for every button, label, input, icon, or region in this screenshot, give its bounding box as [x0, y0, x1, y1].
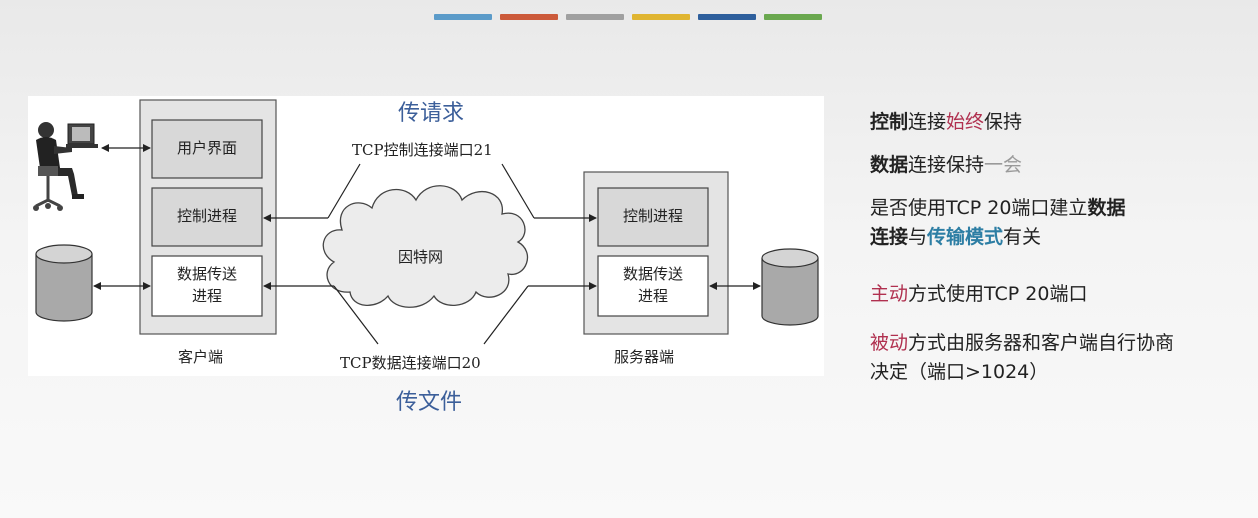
note-line-6: 被动方式由服务器和客户端自行协商	[870, 329, 1258, 358]
client-data-label-2: 进程	[191, 287, 222, 305]
note-text: 有关	[1003, 226, 1042, 248]
note-line-4: 连接与传输模式有关	[870, 223, 1258, 252]
note-text: 数据	[870, 154, 909, 176]
data-connection-label: TCP数据连接端口20	[340, 354, 481, 372]
server-data-label-1: 数据传送	[622, 265, 683, 283]
note-text: 一会	[984, 154, 1023, 176]
note-text: 是否使用TCP 20端口建立	[870, 197, 1088, 219]
note-text: 方式使用TCP 20端口	[908, 283, 1088, 305]
diagram-graphics	[33, 99, 819, 345]
client-label: 客户端	[178, 348, 224, 366]
color-bar	[764, 14, 822, 20]
note-line-1: 控制连接始终保持	[870, 108, 1258, 137]
note-highlight: 被动	[870, 332, 909, 354]
user-computer-icon	[33, 122, 98, 211]
note-line-2: 数据连接保持一会	[870, 151, 1258, 180]
client-data-label-1: 数据传送	[176, 265, 237, 283]
internet-label: 因特网	[398, 248, 444, 266]
note-highlight: 始终	[946, 111, 985, 133]
control-connection-label: TCP控制连接端口21	[352, 141, 493, 159]
note-line-7: 决定（端口>1024）	[870, 361, 1049, 383]
note-text: 与	[908, 226, 928, 248]
title-color-bars	[434, 14, 822, 20]
server-data-label-2: 进程	[637, 287, 668, 305]
note-line-3: 是否使用TCP 20端口建立数据	[870, 194, 1258, 223]
color-bar	[500, 14, 558, 20]
color-bar	[566, 14, 624, 20]
note-text: 方式由服务器和客户端自行协商	[908, 332, 1175, 354]
notes-panel: 控制连接始终保持 数据连接保持一会 是否使用TCP 20端口建立数据 连接与传输…	[870, 108, 1258, 387]
client-data-box	[151, 255, 263, 317]
server-control-label: 控制进程	[622, 207, 683, 225]
server-database-icon	[761, 248, 819, 326]
note-text: 控制	[870, 111, 909, 133]
handwritten-request-label: 传请求	[398, 101, 465, 126]
server-label: 服务器端	[614, 348, 675, 366]
client-control-label: 控制进程	[176, 207, 237, 225]
color-bar	[434, 14, 492, 20]
internet-cloud	[322, 185, 529, 308]
server-control-box	[597, 187, 709, 247]
client-ui-box	[151, 119, 263, 179]
handwritten-file-label: 传文件	[396, 390, 463, 415]
client-control-box	[151, 187, 263, 247]
note-text: 保持	[984, 111, 1023, 133]
color-bar	[698, 14, 756, 20]
note-text: 连接	[870, 226, 909, 248]
note-highlight: 传输模式	[927, 226, 1004, 248]
color-bar	[632, 14, 690, 20]
client-ui-label: 用户界面	[176, 139, 237, 157]
note-text: 数据	[1087, 197, 1126, 219]
client-database-icon	[35, 244, 93, 322]
server-data-box	[597, 255, 709, 317]
ftp-diagram: 传请求 TCP控制连接端口21 用户界面 控制进程 数据传送 进程 控制进程 数…	[28, 96, 824, 376]
note-line-5: 主动方式使用TCP 20端口	[870, 280, 1258, 309]
note-highlight: 主动	[870, 283, 909, 305]
note-text: 连接保持	[908, 154, 985, 176]
note-text: 连接	[908, 111, 947, 133]
